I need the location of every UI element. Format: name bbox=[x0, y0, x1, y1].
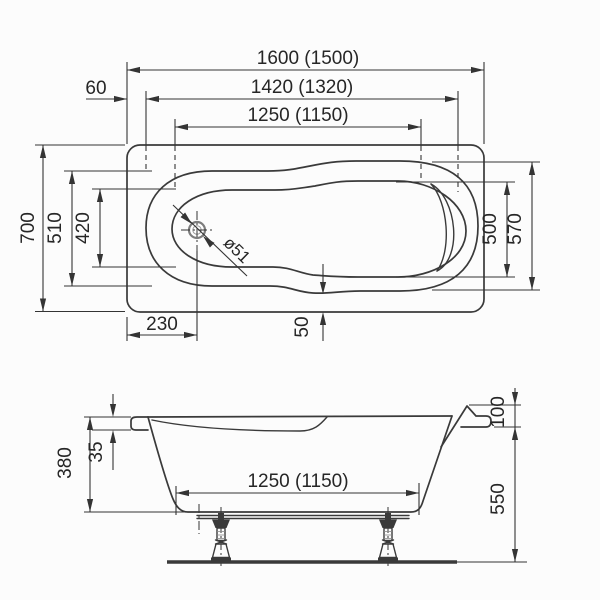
dim-basin-length-label: 1250 (1150) bbox=[247, 105, 348, 126]
dim-right-heights: 100 550 bbox=[469, 388, 521, 562]
dim-overall-width-label: 700 bbox=[18, 212, 39, 244]
dim-basin-length: 1250 (1150) bbox=[174, 105, 422, 188]
left-rim-cap bbox=[130, 416, 149, 431]
dim-rim-width-right: 570 bbox=[432, 161, 540, 291]
dim-basin-width-left: 420 bbox=[73, 188, 176, 268]
dim-end-offset-label: 60 bbox=[85, 78, 106, 99]
dim-rim-width-left-label: 510 bbox=[45, 212, 66, 244]
tub-basin bbox=[171, 180, 467, 278]
tub-outer-edge bbox=[126, 144, 485, 313]
dim-drain-offset-label: 230 bbox=[146, 314, 178, 335]
dim-rim-length: 1420 (1320) bbox=[145, 77, 459, 192]
dim-depth: 380 bbox=[55, 416, 186, 513]
drain-symbol bbox=[181, 211, 215, 251]
dim-height-to-floor-label: 550 bbox=[488, 483, 509, 515]
dim-depth-label: 380 bbox=[55, 447, 76, 479]
dim-drain-offset: 230 bbox=[126, 251, 198, 341]
dim-drain-diameter-label: ø51 bbox=[220, 233, 254, 267]
backrest-contour bbox=[430, 183, 455, 272]
tub-rim bbox=[145, 160, 479, 295]
side-view: 380 35 1250 (1150) 100 550 bbox=[55, 388, 527, 567]
inner-rim-line bbox=[151, 416, 328, 432]
dim-rim-width-left: 510 bbox=[45, 170, 152, 287]
dim-basin-width-right: 500 bbox=[396, 181, 515, 278]
dim-edge-gap: 50 bbox=[292, 264, 327, 341]
top-view: ø51 1600 (1500) 1420 (1320) 1250 (1150) bbox=[18, 48, 540, 341]
dim-bottom-length: 1250 (1150) bbox=[175, 471, 420, 515]
dim-edge-gap-label: 50 bbox=[292, 316, 313, 337]
dim-rim-width-right-label: 570 bbox=[505, 213, 526, 245]
dim-rim-length-label: 1420 (1320) bbox=[251, 77, 353, 98]
dim-rim-thickness-label: 35 bbox=[86, 441, 107, 462]
dim-basin-width-left-label: 420 bbox=[73, 212, 94, 244]
overflow-end bbox=[440, 405, 492, 448]
dim-basin-width-right-label: 500 bbox=[480, 213, 501, 245]
dim-bottom-length-label: 1250 (1150) bbox=[247, 471, 348, 492]
dim-end-offset: 60 bbox=[85, 78, 127, 103]
dim-rim-thickness: 35 bbox=[86, 394, 131, 470]
dim-rim-to-overflow-label: 100 bbox=[488, 396, 509, 428]
dim-overall-width: 700 bbox=[18, 144, 125, 313]
backrest-contour-inner bbox=[430, 183, 447, 272]
dim-overall-length-label: 1600 (1500) bbox=[257, 48, 359, 69]
dim-overall-length: 1600 (1500) bbox=[126, 48, 485, 144]
rim-top-line bbox=[147, 415, 453, 418]
